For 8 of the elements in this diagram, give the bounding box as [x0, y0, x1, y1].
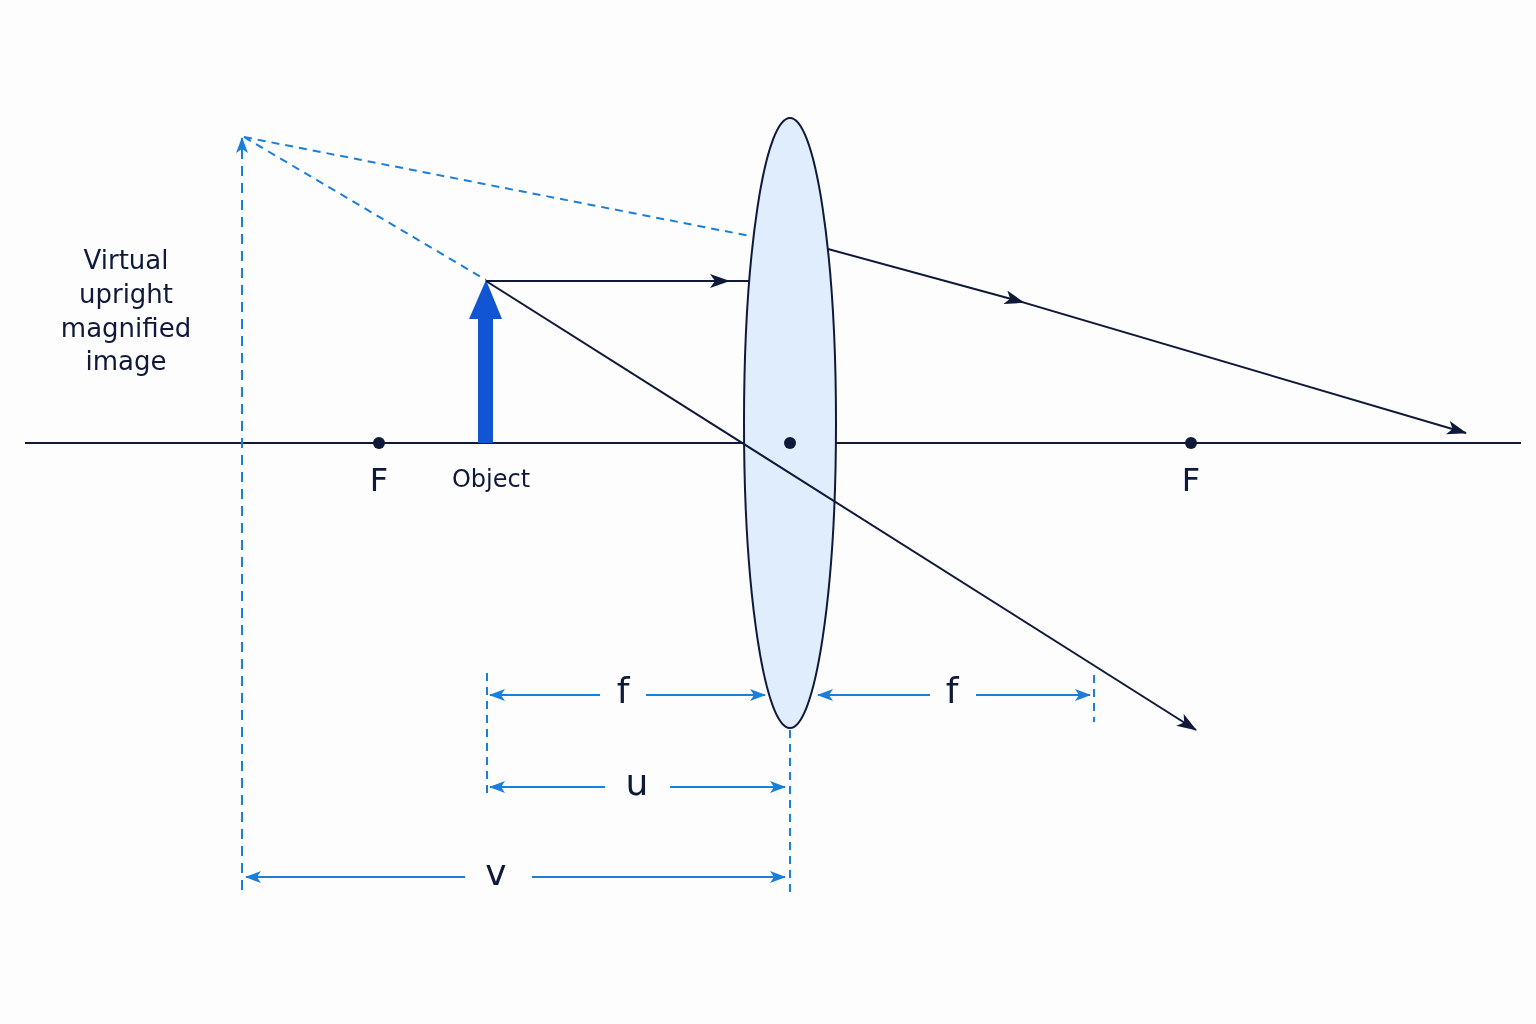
image-label: Virtual upright magnified image — [59, 244, 193, 379]
dimension-label: v — [484, 851, 508, 895]
focal-point-label: F — [1180, 460, 1202, 501]
dimension-label: u — [624, 761, 650, 805]
object-label: Object — [450, 464, 532, 495]
focal-point-label: F — [368, 460, 390, 501]
dimension-label: f — [944, 669, 960, 713]
dimension-label: f — [615, 669, 631, 713]
